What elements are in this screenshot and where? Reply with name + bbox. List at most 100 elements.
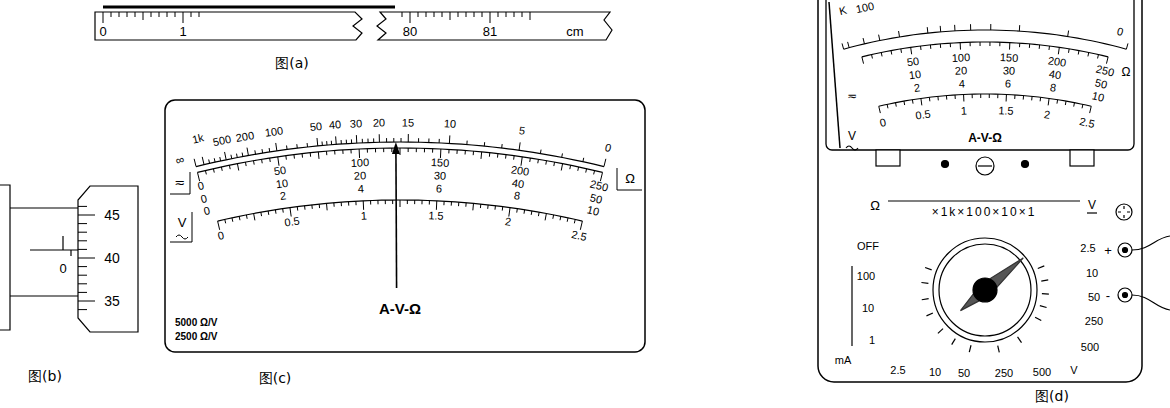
range-label: 10 — [929, 367, 941, 378]
meter-dial-face — [505, 155, 506, 159]
ac-number: 1.5 — [428, 210, 444, 222]
scale-symbol: ≂ — [175, 176, 186, 189]
multimeter — [863, 38, 864, 44]
multimeter — [999, 42, 1000, 46]
meter-dial-face — [242, 153, 244, 157]
multimeter — [963, 94, 964, 101]
meter-dial-face — [341, 202, 342, 206]
meter-dial-face — [375, 148, 376, 152]
meter-dial-face — [246, 215, 248, 219]
meter-dial-face — [170, 172, 190, 194]
multimeter — [1042, 293, 1049, 295]
meter-dial-face — [355, 201, 356, 205]
meter-dial-face — [326, 141, 327, 145]
multimeter — [920, 98, 922, 105]
dc-number: 20 — [354, 170, 367, 182]
multimeter — [1035, 317, 1041, 320]
meter-dial-face — [269, 148, 271, 152]
meter-dial-face — [194, 159, 196, 167]
micrometer — [0, 185, 10, 330]
unit-label: cm — [566, 25, 583, 38]
multimeter — [1009, 43, 1010, 50]
dc-number: 30 — [1002, 65, 1015, 77]
meter-dial-face — [247, 148, 248, 156]
ruler — [434, 12, 435, 17]
meter-dial-face — [513, 156, 515, 160]
range-label: 2.5 — [1080, 243, 1095, 254]
meter-dial-face — [560, 216, 562, 220]
range-label: 1 — [869, 335, 875, 346]
terminal-sign: - — [1106, 289, 1110, 302]
meter-dial-face — [449, 135, 450, 143]
meter-dial-face — [537, 159, 539, 163]
meter-dial-face — [367, 149, 368, 153]
dc-number: 200 — [510, 164, 530, 178]
meter-dial-face — [407, 200, 408, 204]
meter-dial-face — [561, 164, 562, 171]
multimeter — [976, 157, 994, 175]
micrometer — [78, 258, 95, 259]
meter-dial-face — [351, 139, 352, 143]
multimeter — [1006, 94, 1007, 101]
figure-caption: 图(d) — [1035, 389, 1069, 403]
meter-dial-face — [229, 165, 231, 169]
multimeter — [911, 47, 912, 54]
meter-dial-face — [480, 204, 481, 208]
micrometer — [78, 301, 95, 302]
ohm-number: 50 — [309, 121, 322, 133]
multimeter — [1031, 96, 1032, 100]
meter-dial-face — [311, 205, 312, 209]
micrometer — [78, 283, 87, 284]
meter-dial-face — [458, 202, 459, 206]
dc-number: 100 — [350, 157, 369, 169]
range-label: 10 — [1086, 268, 1098, 279]
ohm-number: 10 — [444, 119, 457, 131]
multimeter — [1082, 104, 1084, 108]
micrometer — [78, 232, 87, 233]
multimeter — [1123, 248, 1128, 253]
ruler — [442, 12, 443, 17]
range-label: 500 — [1081, 342, 1099, 353]
multimeter — [989, 42, 990, 46]
multimeter — [930, 45, 931, 49]
meter-dial-face — [307, 143, 308, 147]
unit-label: V — [1070, 365, 1077, 376]
multimeter — [1019, 43, 1020, 47]
ruler — [103, 12, 104, 23]
multimeter — [1041, 280, 1048, 281]
meter-dial-face — [439, 139, 440, 143]
meter-dial-face — [428, 138, 429, 142]
multimeter — [970, 42, 971, 46]
sensitivity-note: 5000 Ω/V — [175, 318, 218, 328]
meter-dial-face — [318, 152, 320, 159]
micrometer — [78, 206, 87, 207]
meter-dial-face — [480, 152, 482, 159]
multimeter — [848, 42, 850, 48]
ruler — [498, 12, 499, 17]
meter-dial-face — [254, 150, 256, 154]
dc-number: 6 — [436, 183, 443, 194]
multimeter — [1040, 306, 1047, 308]
multimeter — [888, 200, 1080, 201]
micrometer — [78, 240, 87, 241]
meter-dial-face — [334, 151, 335, 155]
meter-dial-face — [379, 134, 380, 142]
meter-dial-face — [540, 150, 542, 154]
dc-number: 30 — [433, 170, 446, 182]
meter-dial-face — [400, 200, 401, 207]
meter-dial-face — [516, 209, 518, 213]
ruler — [426, 12, 427, 17]
multimeter — [1039, 45, 1040, 49]
ohm-number: 15 — [402, 117, 414, 128]
meter-dial-face — [391, 148, 392, 152]
multimeter — [960, 43, 961, 50]
meter-dial-face — [346, 140, 347, 144]
meter-dial-face — [401, 138, 402, 142]
meter-dial-face — [176, 235, 188, 239]
ruler — [199, 12, 200, 17]
multimeter — [1078, 51, 1080, 55]
sensitivity-note: 2500 Ω/V — [175, 332, 218, 342]
dc-number: 4 — [959, 78, 966, 89]
meter-dial-face — [408, 148, 409, 152]
meter-dial-face — [617, 168, 642, 190]
